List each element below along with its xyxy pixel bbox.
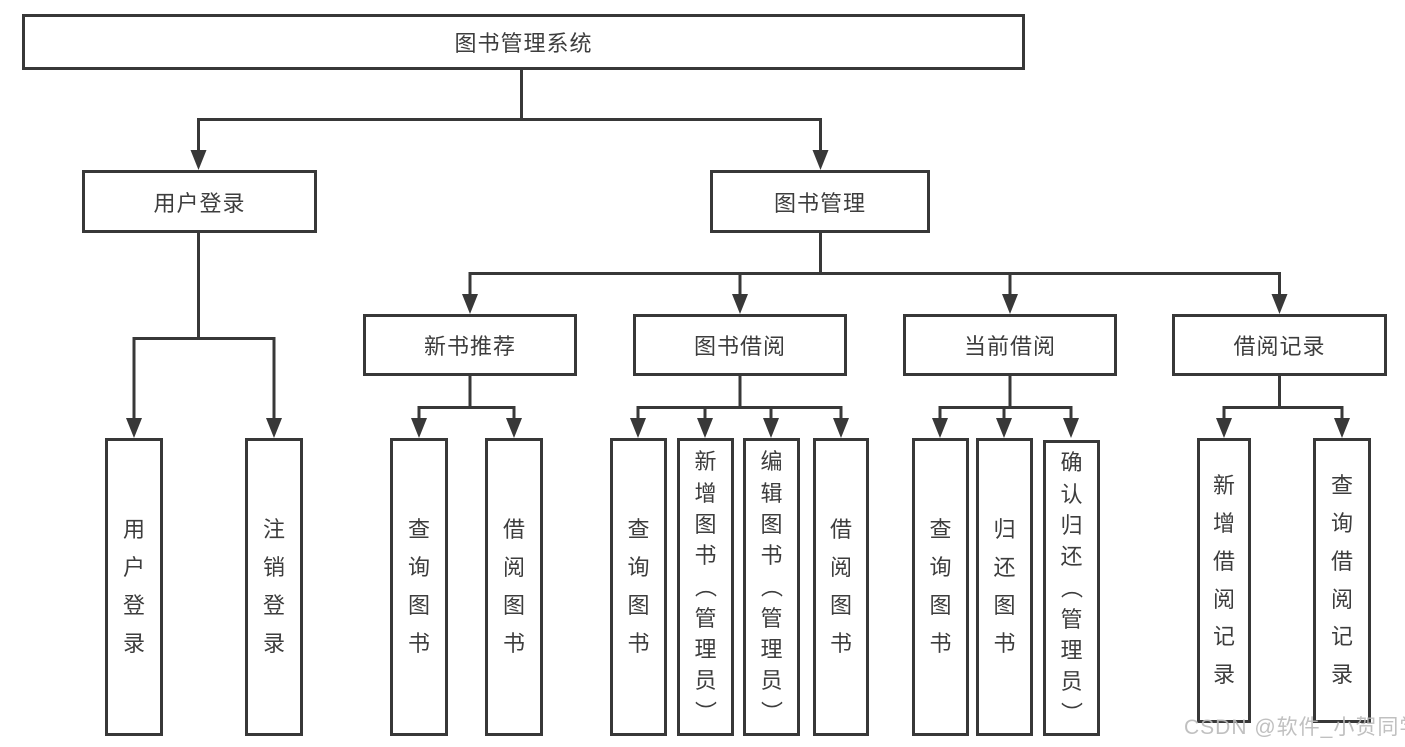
arrow-down-icon [411, 418, 427, 438]
node-root: 图书管理系统 [22, 14, 1025, 70]
node-leaf-bookborrow-add: 新增图书（管理员） [677, 438, 734, 736]
node-leaf-bookborrow-edit: 编辑图书（管理员） [743, 438, 800, 736]
node-current-borrow: 当前借阅 [903, 314, 1117, 376]
node-new-books-label: 新书推荐 [423, 334, 516, 359]
arrow-down-icon [266, 418, 282, 438]
node-user-login: 用户登录 [82, 170, 317, 233]
arrow-down-icon [697, 418, 713, 438]
node-new-books: 新书推荐 [363, 314, 577, 376]
node-leaf-logout: 注销登录 [245, 438, 303, 736]
arrow-down-icon [932, 418, 948, 438]
arrow-down-icon [1216, 418, 1232, 438]
arrow-down-icon [1271, 294, 1288, 314]
node-leaf-user-login: 用户登录 [105, 438, 163, 736]
arrow-down-icon [732, 294, 748, 314]
arrow-down-icon [996, 418, 1012, 438]
node-book-mgmt-label: 图书管理 [773, 190, 866, 216]
node-leaf-records-query: 查询借阅记录 [1313, 438, 1371, 723]
node-leaf-currentborrow-return: 归还图书 [976, 438, 1033, 736]
node-leaf-newbooks-borrow: 借阅图书 [485, 438, 543, 736]
node-book-borrow-label: 图书借阅 [693, 334, 786, 359]
node-leaf-records-add: 新增借阅记录 [1197, 438, 1251, 723]
arrow-down-icon [1334, 418, 1350, 438]
csdn-watermark: CSDN @软件_小贺同学 [1184, 716, 1405, 739]
node-leaf-bookborrow-borrow: 借阅图书 [813, 438, 869, 736]
arrow-down-icon [126, 418, 142, 438]
node-borrow-records-label: 借阅记录 [1233, 334, 1326, 359]
node-user-login-label: 用户登录 [153, 190, 246, 216]
arrow-down-icon [812, 150, 829, 170]
arrow-down-icon [763, 418, 779, 438]
arrow-down-icon [1063, 418, 1079, 438]
node-book-mgmt: 图书管理 [710, 170, 930, 233]
arrow-down-icon [630, 418, 646, 438]
node-leaf-currentborrow-query: 查询图书 [912, 438, 969, 736]
node-root-label: 图书管理系统 [454, 31, 593, 56]
arrow-down-icon [506, 418, 522, 438]
node-borrow-records: 借阅记录 [1172, 314, 1387, 376]
arrow-down-icon [1002, 294, 1018, 314]
arrow-down-icon [462, 294, 478, 314]
node-leaf-currentborrow-confirm: 确认归还（管理员） [1043, 440, 1100, 736]
node-book-borrow: 图书借阅 [633, 314, 847, 376]
arrow-down-icon [190, 150, 207, 170]
node-current-borrow-label: 当前借阅 [963, 334, 1056, 359]
node-leaf-bookborrow-query: 查询图书 [610, 438, 667, 736]
arrow-down-icon [833, 418, 849, 438]
node-leaf-newbooks-query: 查询图书 [390, 438, 448, 736]
